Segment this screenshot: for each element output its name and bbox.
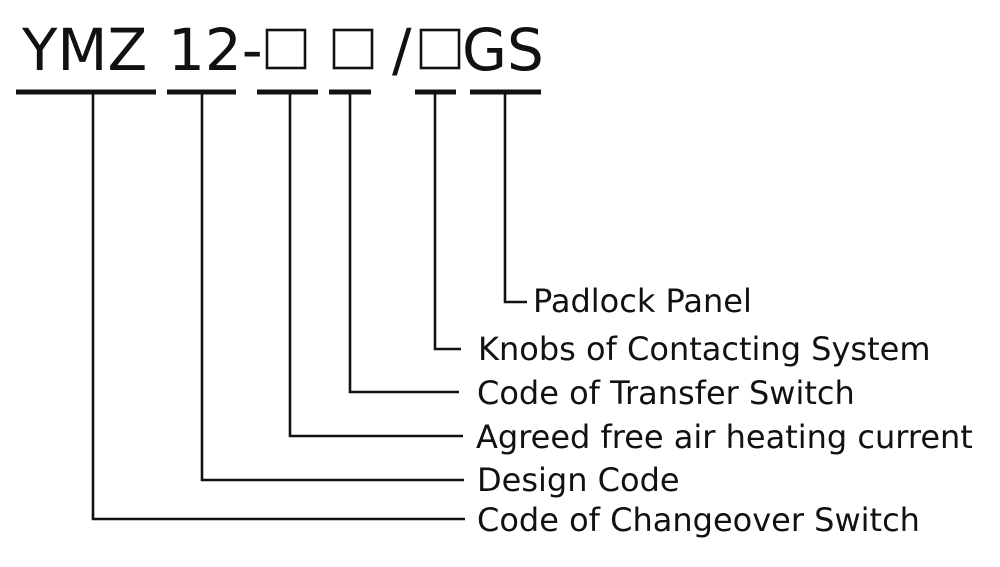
callout-label-code-of-transfer-switch: Code of Transfer Switch <box>477 374 855 412</box>
leader-line-code-of-changeover-switch <box>91 92 465 521</box>
leader-line-code-of-transfer-switch <box>348 92 459 394</box>
callout-leader-lines <box>91 92 527 521</box>
code-segment-series: 12- <box>168 16 263 84</box>
leader-line-agreed-free-air-heating-current <box>288 92 463 438</box>
callout-label-agreed-free-air-heating-current: Agreed free air heating current <box>476 418 973 456</box>
leader-line-design-code <box>200 92 464 482</box>
placeholder-box-icon-2 <box>332 28 374 70</box>
callout-labels: Padlock Panel Knobs of Contacting System… <box>476 282 973 539</box>
model-code-row: YMZ 12- / GS <box>21 16 544 84</box>
callout-label-design-code: Design Code <box>477 461 680 499</box>
code-segment-suffix: GS <box>462 16 544 84</box>
placeholder-box-icon-1 <box>265 28 307 70</box>
code-segment-prefix: YMZ <box>21 16 147 84</box>
callout-label-knobs-of-contacting-system: Knobs of Contacting System <box>478 330 931 368</box>
callout-label-padlock-panel: Padlock Panel <box>533 282 752 320</box>
placeholder-box-icon-3 <box>419 28 461 70</box>
code-segment-slash: / <box>392 16 412 84</box>
leader-line-padlock-panel <box>503 92 527 304</box>
callout-label-code-of-changeover-switch: Code of Changeover Switch <box>477 501 920 539</box>
leader-line-knobs-of-contacting-system <box>433 92 461 351</box>
